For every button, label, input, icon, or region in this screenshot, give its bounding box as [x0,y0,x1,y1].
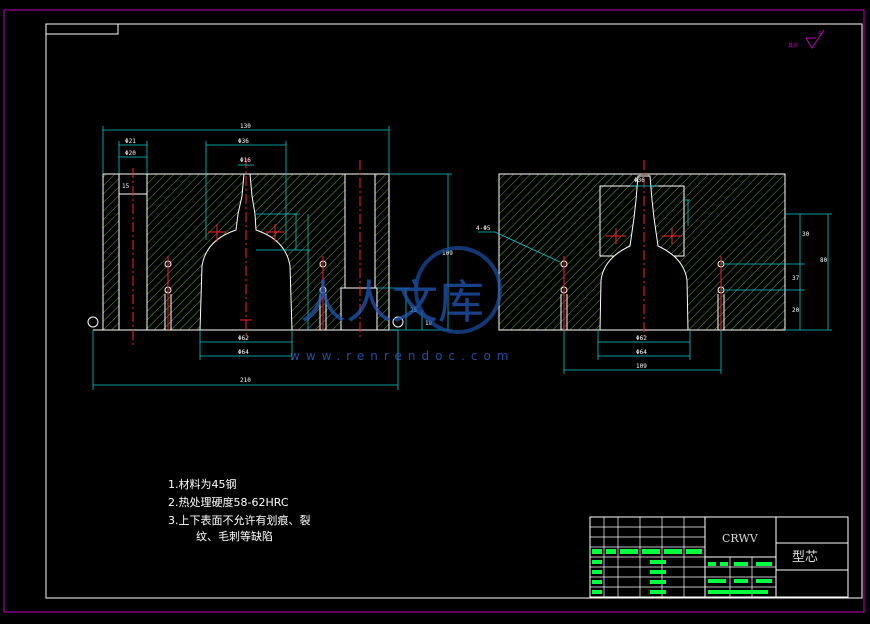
watermark-glyphs: 人人文库 [300,275,484,329]
sheet-inner-border [45,23,863,599]
dim-130: 130 [240,123,251,130]
dim-d16: Φ16 [240,157,251,164]
note-3: 3.上下表面不允许有划痕、裂 [168,514,311,527]
dim-80: 80 [820,257,828,264]
title-block-part-name: 型芯 [792,550,818,565]
watermark-url: www.renrendoc.com [290,349,514,363]
dim-d21: Φ21 [125,138,136,145]
dim-d20: Φ20 [125,150,136,157]
left-dimensions [92,126,452,390]
dim-25: 25 [410,307,418,314]
dim-d36: Φ36 [238,138,249,145]
note-1: 1.材料为45钢 [168,478,237,491]
dim-d62-left: Φ62 [238,335,249,342]
dim-holes: 4-Φ5 [476,225,491,232]
note-3-cont: 纹、毛刺等缺陷 [196,530,273,543]
right-slot-step [340,287,378,331]
roughness-symbol: 5 其余 [788,29,825,49]
sheet-outer-border [3,9,865,613]
left-view [87,158,404,345]
title-block: CRWV 型芯 [589,516,849,598]
dim-30: 30 [802,231,810,238]
dim-37: 37 [792,275,800,282]
title-block-code: CRWV [722,532,759,545]
dim-d64-right: Φ64 [636,349,647,356]
right-dim-text: Φ62 Φ64 109 Φ36 4-Φ5 30 37 20 80 [476,177,828,370]
roughness-label: 其余 [788,42,798,49]
dim-109-right: 109 [636,363,647,370]
dim-d36-right: Φ36 [634,177,645,184]
dim-15: 15 [122,183,130,190]
dim-20: 20 [792,307,800,314]
dim-10: 10 [425,320,433,327]
watermark: 人人文库 www.renrendoc.com [290,246,514,363]
roughness-value: 5 [818,31,822,38]
dim-210: 210 [240,377,251,384]
left-dim-text: 130 Φ21 Φ20 Φ36 Φ16 15 Φ62 Φ64 210 25 10… [122,123,453,384]
dim-109: 109 [442,250,453,257]
right-view [498,160,786,340]
dim-d64-left: Φ64 [238,349,249,356]
dim-d62-right: Φ62 [636,335,647,342]
note-2: 2.热处理硬度58-62HRC [168,496,289,509]
corner-label-box [45,23,119,35]
right-dimensions [478,185,832,374]
